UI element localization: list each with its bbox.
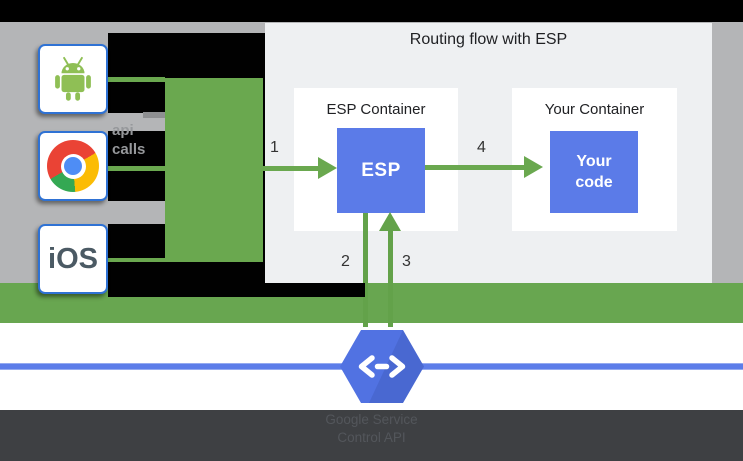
arrow-3-line <box>388 230 393 327</box>
arrow-4-line <box>425 165 525 170</box>
android-connector-line <box>108 77 165 82</box>
flow-step-4: 4 <box>477 139 486 156</box>
service-caption-line2: Control API <box>337 430 406 445</box>
chrome-client-box <box>38 131 108 201</box>
endpoints-hexagon-icon <box>339 329 425 404</box>
arrow-1-line <box>263 166 319 171</box>
esp-node: ESP <box>337 128 425 213</box>
code-brackets-icon <box>358 355 406 378</box>
chrome-icon-ring <box>60 153 86 179</box>
ios-connector-line <box>108 258 165 263</box>
green-aggregator-block <box>165 78 263 262</box>
arrow-2-line <box>363 213 368 327</box>
gray-gap-strip <box>0 113 165 131</box>
bottom-dark-bar <box>0 410 743 461</box>
api-calls-label: api calls <box>112 122 146 158</box>
ios-client-box: iOS <box>38 224 108 294</box>
flow-step-2: 2 <box>341 253 350 270</box>
arrow-right-icon <box>524 156 543 178</box>
android-icon <box>55 56 91 101</box>
arrow-right-icon <box>318 157 337 179</box>
service-caption-line1: Google Service <box>325 412 418 427</box>
gray-gap-strip <box>0 201 165 224</box>
ios-label: iOS <box>48 242 98 275</box>
panel-title: Routing flow with ESP <box>409 31 568 48</box>
flow-step-1: 1 <box>270 139 279 156</box>
chrome-icon-center <box>64 157 82 175</box>
gray-smudge <box>143 112 165 118</box>
your-code-node: Your code <box>550 131 638 213</box>
black-overlay-bar <box>108 262 265 297</box>
flow-step-3: 3 <box>402 253 411 270</box>
esp-container-title: ESP Container <box>326 101 426 118</box>
black-overlay-bar <box>265 283 365 297</box>
android-client-box <box>38 44 108 114</box>
chrome-connector-line <box>108 166 165 171</box>
top-black-bar <box>0 0 743 23</box>
your-code-label: Your code <box>575 153 613 191</box>
chrome-icon <box>47 140 99 192</box>
arrow-up-icon <box>379 212 401 231</box>
your-container-title: Your Container <box>544 101 645 118</box>
